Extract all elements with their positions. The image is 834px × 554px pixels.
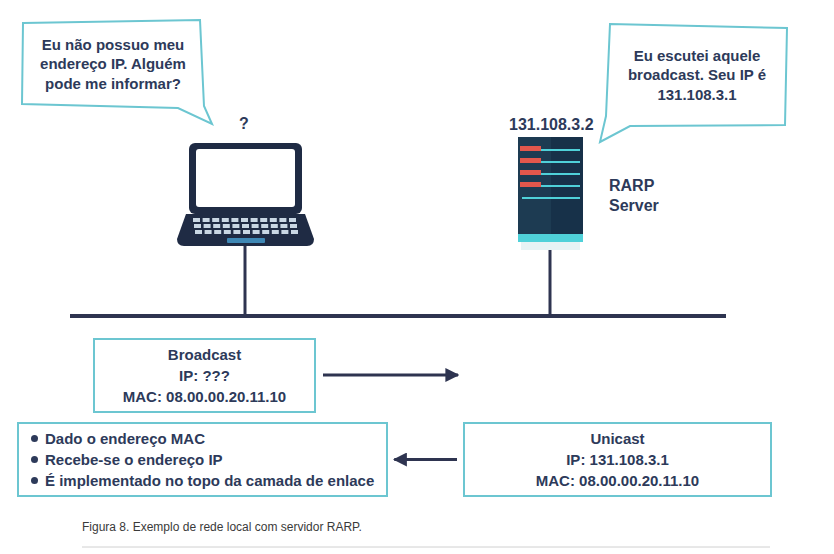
server-drop — [549, 250, 552, 316]
keyboard-key — [271, 224, 278, 228]
message-box: BroadcastIP: ???MAC: 08.00.00.20.11.10 — [93, 338, 316, 413]
bullet-dot — [31, 477, 38, 484]
keyboard-key — [279, 218, 286, 222]
note-box: Dado o endereço MACRecebe-se o endereço … — [17, 422, 388, 497]
box-text: MAC: 08.00.00.20.11.10 — [536, 470, 699, 491]
keyboard-key — [243, 230, 250, 234]
keyboard-key — [232, 224, 239, 228]
keyboard-key — [233, 230, 240, 234]
speech-text: Eu escutei aquele broadcast. Seu IP é 13… — [614, 46, 780, 105]
keyboard-key — [280, 224, 287, 228]
figure-caption: Figura 8. Exemplo de rede local com serv… — [82, 520, 362, 534]
bubble-shape — [600, 24, 787, 142]
keyboard-key — [193, 218, 200, 222]
broadcast-arrow — [323, 374, 458, 377]
box-text: Recebe-se o endereço IP — [45, 449, 223, 470]
keyboard-key — [223, 224, 230, 228]
keyboard-key — [260, 218, 267, 222]
box-text: É implementado no topo da camada de enla… — [45, 470, 374, 491]
box-text: IP: 131.108.3.1 — [566, 449, 669, 470]
keyboard-key — [213, 224, 220, 228]
keyboard-key — [224, 230, 231, 234]
keyboard-key — [252, 224, 259, 228]
keyboard-key — [214, 230, 221, 234]
speech-text: Eu não possuo meu endereço IP. Alguém po… — [30, 35, 196, 94]
keyboard-key — [231, 218, 238, 222]
box-text: Dado o endereço MAC — [45, 428, 205, 449]
keyboard-key — [290, 224, 297, 228]
box-heading: Unicast — [590, 428, 644, 449]
box-text: MAC: 08.00.00.20.11.10 — [123, 386, 286, 407]
keyboard-key — [272, 230, 279, 234]
unknown-ip-mark: ? — [239, 114, 249, 134]
message-box: UnicastIP: 131.108.3.1MAC: 08.00.00.20.1… — [463, 422, 772, 497]
server-icon — [518, 137, 583, 250]
keyboard-key — [194, 224, 201, 228]
keyboard-key — [212, 218, 219, 222]
server-name: RARP Server — [609, 176, 669, 216]
bullet-row: Dado o endereço MAC — [31, 428, 205, 449]
ip-address: 131.108.3.2 — [509, 115, 594, 135]
keyboard-key — [270, 218, 277, 222]
keyboard-key — [251, 218, 258, 222]
box-text: IP: ??? — [179, 365, 230, 386]
response-arrow — [394, 458, 457, 461]
network-bus — [70, 314, 726, 318]
keyboard-key — [289, 218, 296, 222]
keyboard-key — [195, 230, 202, 234]
keyboard-key — [291, 230, 298, 234]
laptop-drop — [244, 246, 247, 316]
keyboard-key — [253, 230, 260, 234]
speech-bubble: Eu escutei aquele broadcast. Seu IP é 13… — [604, 22, 790, 128]
bullet-row: É implementado no topo da camada de enla… — [31, 470, 374, 491]
keyboard-key — [222, 218, 229, 222]
keyboard-key — [242, 224, 249, 228]
laptop-icon — [177, 143, 314, 246]
keyboard-key — [261, 224, 268, 228]
caption-rule — [82, 547, 770, 548]
bullet-dot — [31, 456, 38, 463]
keyboard-key — [262, 230, 269, 234]
keyboard-key — [241, 218, 248, 222]
keyboard-key — [204, 224, 211, 228]
box-heading: Broadcast — [168, 344, 241, 365]
keyboard-key — [281, 230, 288, 234]
bullet-dot — [31, 435, 38, 442]
keyboard-key — [203, 218, 210, 222]
bullet-row: Recebe-se o endereço IP — [31, 449, 223, 470]
bubble-shape — [22, 20, 212, 124]
speech-bubble: Eu não possuo meu endereço IP. Alguém po… — [20, 18, 206, 110]
keyboard-key — [205, 230, 212, 234]
